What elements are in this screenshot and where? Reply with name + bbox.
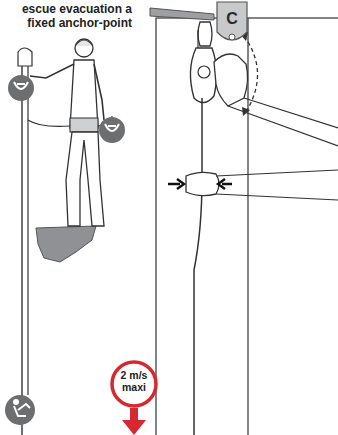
rope-line bbox=[194, 98, 202, 435]
tag-hole bbox=[229, 34, 235, 40]
device-icon bbox=[8, 75, 34, 101]
handle-bar bbox=[150, 8, 214, 20]
panel-frame bbox=[156, 18, 338, 435]
anchor-device bbox=[18, 48, 32, 66]
arm bbox=[228, 98, 338, 146]
rope-line bbox=[21, 52, 22, 435]
descent-arrow bbox=[122, 420, 146, 435]
descent-arrow bbox=[130, 408, 138, 422]
node-text: C bbox=[217, 10, 247, 27]
device-icon bbox=[105, 124, 119, 131]
harness bbox=[70, 118, 98, 132]
hand bbox=[214, 54, 248, 106]
hand bbox=[186, 172, 219, 195]
speed-sign: 2 m/s maxi bbox=[110, 360, 158, 408]
squeeze-arrow bbox=[168, 179, 184, 189]
carabiner bbox=[198, 22, 212, 46]
title-text: escue evacuation a fixed anchor-point bbox=[0, 2, 132, 30]
device-icon bbox=[99, 117, 125, 143]
tag-label: C bbox=[214, 0, 250, 46]
motion-arrow bbox=[244, 36, 258, 112]
arm bbox=[30, 64, 104, 120]
node-text: 2 m/s maxi bbox=[117, 370, 151, 393]
arrow-head bbox=[240, 32, 250, 116]
tag-shape bbox=[217, 2, 247, 40]
legs bbox=[66, 132, 104, 226]
helmet bbox=[75, 39, 93, 57]
descender-cam bbox=[198, 66, 210, 78]
descender bbox=[190, 48, 216, 103]
lanyard bbox=[28, 120, 70, 126]
helmet bbox=[75, 40, 93, 46]
rescue-icon bbox=[5, 395, 35, 425]
device-icon bbox=[14, 82, 28, 89]
arm bbox=[216, 170, 338, 200]
rescue-icon bbox=[14, 404, 30, 416]
rope-line bbox=[27, 64, 28, 395]
squeeze-arrow bbox=[218, 179, 232, 189]
rescue-icon bbox=[13, 399, 19, 405]
sign-ring bbox=[112, 362, 156, 406]
rope-line bbox=[197, 30, 198, 48]
rock-ledge bbox=[36, 226, 96, 262]
